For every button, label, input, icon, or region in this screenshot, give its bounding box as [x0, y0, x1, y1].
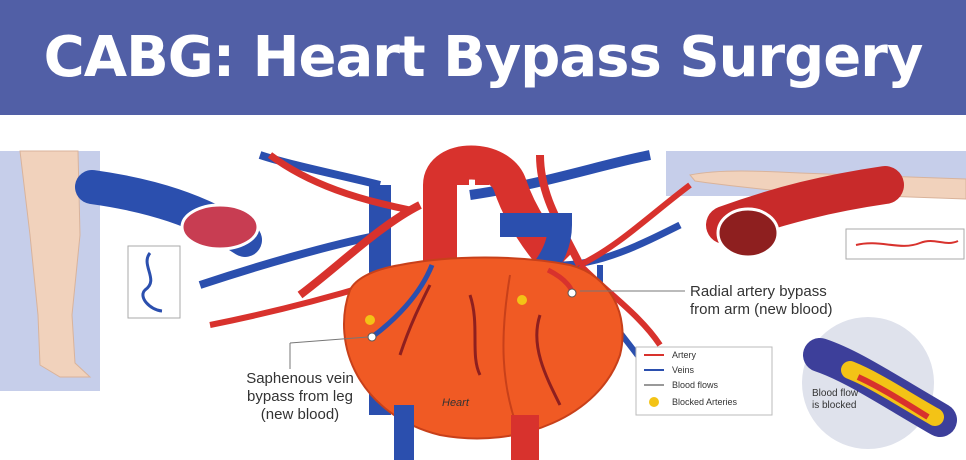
graft-anastomosis	[367, 332, 377, 342]
aorta	[423, 145, 573, 278]
graft-anastomosis	[567, 288, 577, 298]
title-banner: CABG: Heart Bypass Surgery	[0, 0, 966, 115]
radial-label-line2: from arm (new blood)	[690, 301, 833, 318]
aortic-branch	[455, 163, 469, 185]
saph-label-line1: Saphenous vein	[246, 370, 354, 387]
legend-blocked-arteries: Blocked Arteries	[672, 397, 738, 407]
legend-artery: Artery	[672, 350, 697, 360]
blockage-dot	[517, 295, 527, 305]
artery-branch	[267, 152, 411, 214]
blocked-flow-label: Blood flow is blocked	[812, 388, 858, 412]
legend-blood-flows: Blood flows	[672, 380, 719, 390]
radial-label-line1: Radial artery bypass	[690, 283, 827, 300]
plaque	[841, 361, 944, 426]
saphenous-vein-label: Saphenous vein bypass from leg (new bloo…	[210, 370, 390, 424]
legend: Artery Veins Blood flows Blocked Arterie…	[636, 347, 772, 415]
heart-label: Heart	[442, 397, 469, 409]
blockage-dot	[365, 315, 375, 325]
diagram-art	[0, 145, 966, 460]
blocked-label-line2: is blocked	[812, 400, 857, 411]
coronary-artery	[398, 284, 432, 356]
aortic-branch	[475, 161, 489, 185]
artery-branch	[536, 154, 584, 267]
bypass-diagram: Radial artery bypass from arm (new blood…	[0, 115, 966, 460]
vein-segment-box	[127, 245, 181, 319]
coronary-artery	[535, 314, 562, 406]
saph-label-line3: (new blood)	[260, 406, 340, 423]
artery-segment	[855, 240, 959, 247]
saphenous-graft	[370, 264, 435, 340]
vein-cross-section	[180, 203, 260, 251]
blocked-label-line1: Blood flow	[812, 388, 859, 399]
vein-branch	[559, 221, 682, 269]
leg-illustration	[19, 150, 92, 378]
narrowed-flow	[856, 374, 930, 420]
radial-artery-label: Radial artery bypass from arm (new blood…	[690, 283, 833, 319]
artery-branch	[578, 182, 692, 268]
saph-label-line2: bypass from leg	[247, 388, 353, 405]
saph-leader-line	[289, 336, 369, 344]
legend-veins: Veins	[672, 365, 695, 375]
vein-branch	[198, 231, 381, 289]
vein-segment	[141, 252, 163, 313]
page-title: CABG: Heart Bypass Surgery	[43, 25, 924, 90]
coronary-artery	[468, 294, 482, 376]
artery-cross-section	[716, 207, 780, 259]
legend-blocked-swatch	[649, 397, 659, 407]
